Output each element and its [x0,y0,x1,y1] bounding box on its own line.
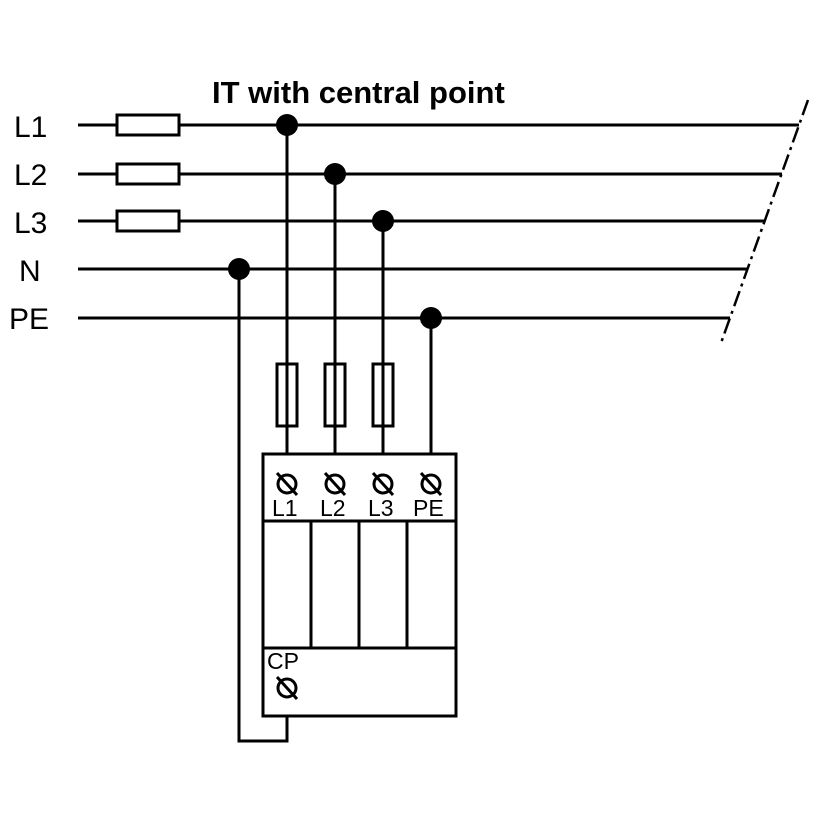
terminal-label-l3: L3 [368,495,394,521]
terminal-label-pe: PE [413,495,444,521]
junction-dot-n [228,258,250,280]
terminal-label-l1: L1 [272,495,298,521]
junction-dot-l1 [276,114,298,136]
bus-label-n: N [19,255,41,288]
surge-protector-device: L1 L2 L3 PE CP [261,452,458,718]
fuse-l2 [115,162,181,186]
fuse-l1 [115,113,181,137]
screw-slash-pe [419,471,443,497]
drop-wire-n [237,269,289,743]
screw-slash-l3 [371,471,395,497]
screw-slash-cp [275,675,299,701]
terminal-label-l2: L2 [320,495,346,521]
terminal-label-cp: CP [267,648,299,674]
break-line [719,99,810,344]
screw-slash-l2 [323,471,347,497]
junction-dot-pe [420,307,442,329]
bus-label-l2: L2 [14,159,47,192]
bus-label-l3: L3 [14,207,47,240]
junction-dot-l3 [372,210,394,232]
screw-slash-l1 [275,471,299,497]
junction-dot-l2 [324,163,346,185]
fuse-l3 [115,209,181,233]
bus-label-l1: L1 [14,111,47,144]
bus-label-pe: PE [9,303,49,336]
diagram-title: IT with central point [212,75,505,110]
